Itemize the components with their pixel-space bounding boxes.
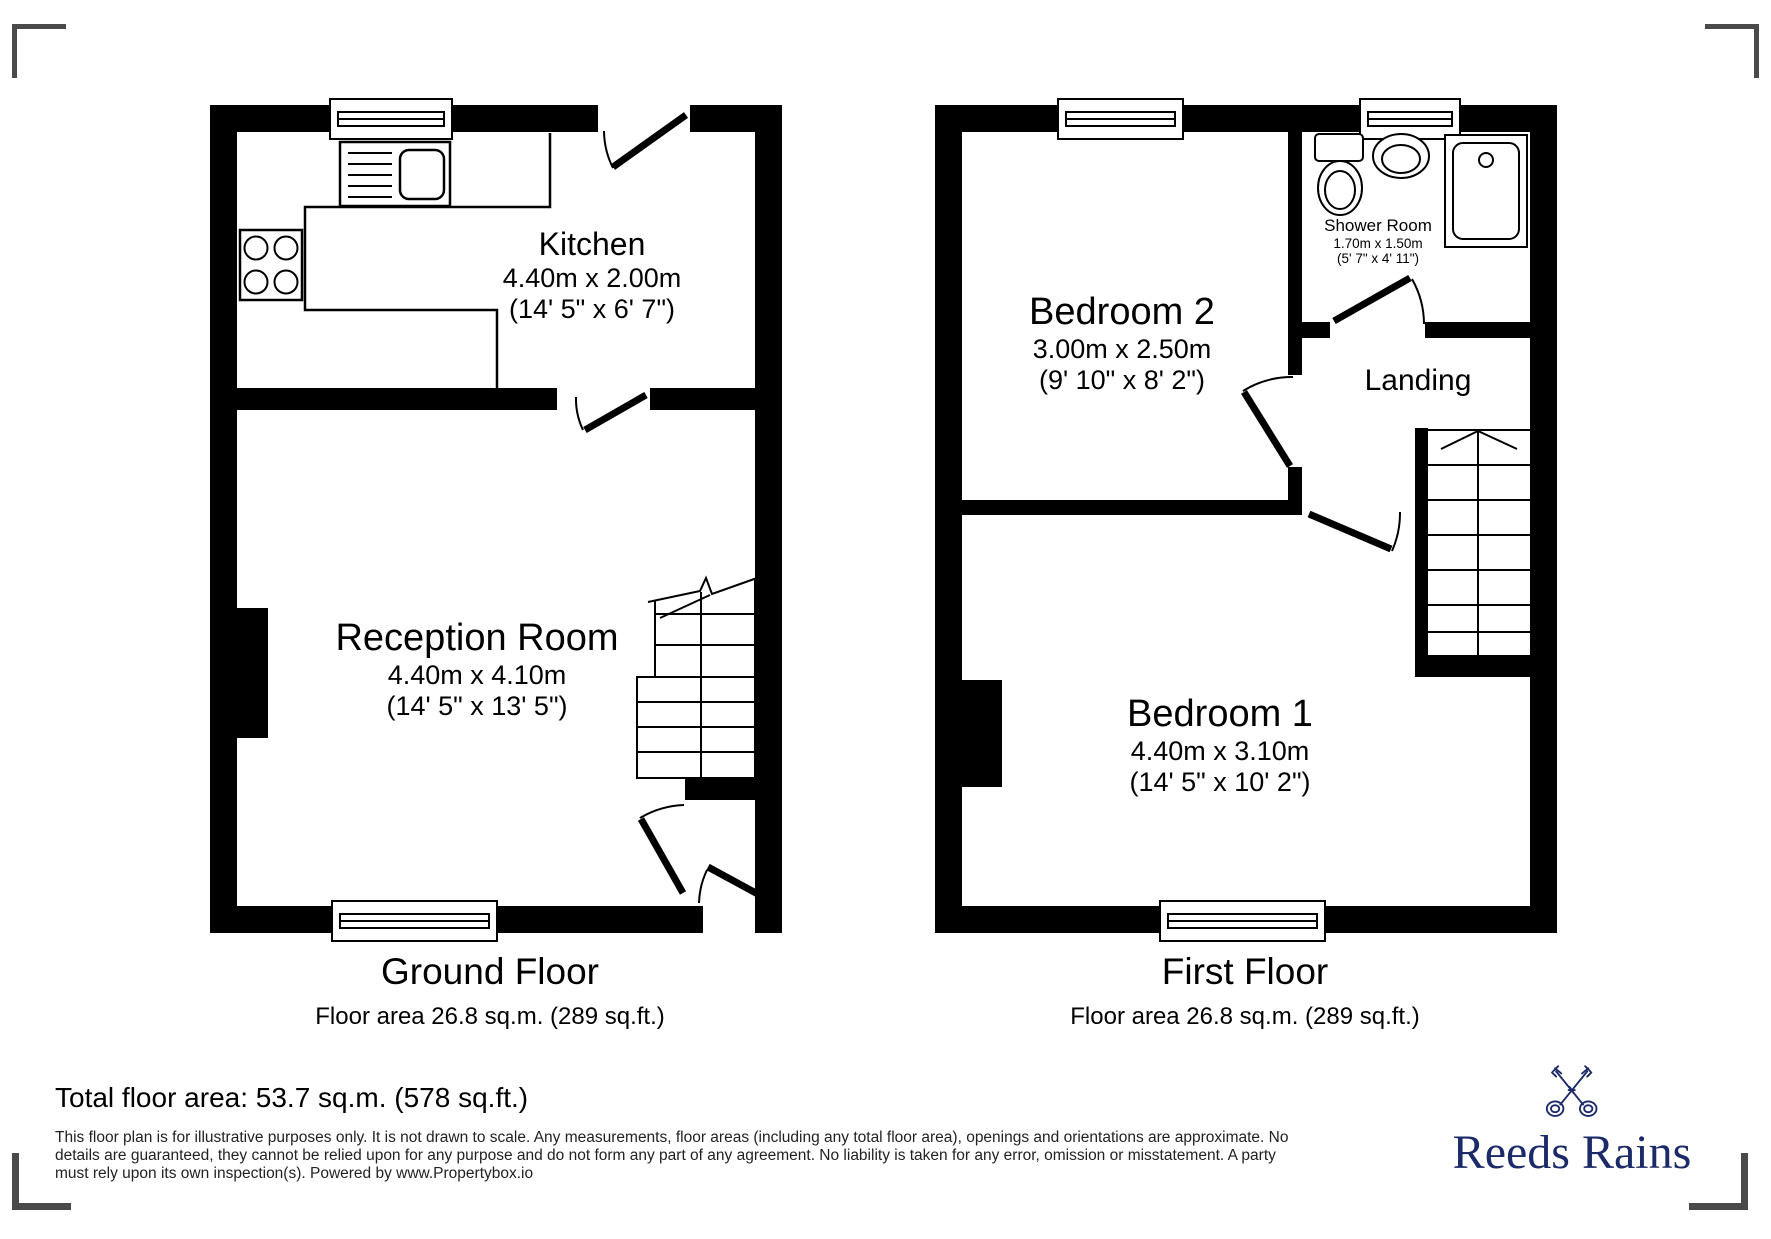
window — [329, 98, 453, 140]
door — [603, 112, 689, 170]
door — [1332, 274, 1425, 325]
corner-marks — [12, 24, 1759, 1210]
corner-mark-bottom-right — [1741, 1153, 1748, 1210]
room-dim-imperial: (14' 5" x 13' 5") — [386, 691, 568, 722]
disclaimer-text: This floor plan is for illustrative purp… — [55, 1129, 1289, 1182]
room-name: Bedroom 1 — [1127, 693, 1313, 735]
ground-floor-staircase — [636, 575, 758, 779]
kitchen-counter — [303, 133, 552, 388]
corner-mark-top-right — [1754, 24, 1759, 78]
window — [331, 900, 498, 942]
brand-logo: Reeds Rains — [1452, 1060, 1692, 1180]
room-name: Landing — [1364, 364, 1472, 397]
room-label-shower-room: Shower Room 1.70m x 1.50m (5' 7" x 4' 11… — [1324, 216, 1432, 267]
room-dim-metric: 4.40m x 4.10m — [387, 660, 567, 691]
corner-mark-bottom-right — [1689, 1203, 1748, 1210]
first-floor-windows — [1057, 98, 1461, 942]
room-name: Bedroom 2 — [1029, 291, 1215, 333]
front-door — [698, 863, 780, 909]
room-dim-imperial: (5' 7" x 4' 11") — [1336, 251, 1420, 267]
room-name: Shower Room — [1324, 216, 1432, 235]
room-label-bedroom-1: Bedroom 1 4.40m x 3.10m (14' 5" x 10' 2"… — [1127, 692, 1313, 799]
room-dim-imperial: (14' 5" x 6' 7") — [508, 294, 676, 325]
room-label-reception-room: Reception Room 4.40m x 4.10m (14' 5" x 1… — [335, 616, 618, 723]
room-name: Reception Room — [335, 617, 619, 659]
corner-mark-top-left — [12, 24, 17, 78]
kitchen-sink — [338, 140, 452, 208]
floor-title: Ground Floor — [381, 951, 599, 992]
ground-floor-plan — [210, 98, 782, 942]
door — [574, 391, 648, 434]
shower-room-fixtures — [1314, 133, 1528, 248]
stair-break-line — [647, 575, 758, 603]
room-dim-metric: 4.40m x 3.10m — [1130, 736, 1310, 767]
chimney-breast — [962, 680, 1002, 787]
corner-mark-bottom-left — [12, 1203, 71, 1210]
total-floor-area: Total floor area: 53.7 sq.m. (578 sq.ft.… — [55, 1082, 529, 1113]
room-dim-imperial: (9' 10" x 8' 2") — [1038, 365, 1206, 396]
window — [1057, 98, 1184, 140]
room-name: Kitchen — [538, 226, 646, 262]
floor-title: First Floor — [1161, 951, 1329, 992]
room-label-kitchen: Kitchen 4.40m x 2.00m (14' 5" x 6' 7") — [503, 226, 682, 326]
first-floor-caption: First Floor Floor area 26.8 sq.m. (289 s… — [1070, 951, 1420, 1031]
room-dim-imperial: (14' 5" x 10' 2") — [1129, 767, 1311, 798]
first-floor-staircase — [1428, 429, 1530, 655]
room-dim-metric: 4.40m x 2.00m — [502, 263, 682, 294]
kitchen-fixtures — [238, 133, 552, 388]
corner-mark-top-right — [1705, 24, 1759, 29]
first-floor-plan — [935, 98, 1557, 942]
hob-icon — [238, 228, 304, 302]
room-dim-metric: 1.70m x 1.50m — [1333, 235, 1423, 251]
door — [1241, 375, 1294, 468]
door — [637, 804, 687, 895]
ground-floor-doors — [574, 112, 780, 909]
corner-mark-top-left — [12, 24, 66, 29]
room-dim-metric: 3.00m x 2.50m — [1032, 334, 1212, 365]
crossed-keys-icon — [1546, 1065, 1598, 1117]
first-floor-doors — [1241, 274, 1425, 553]
corner-mark-bottom-left — [12, 1153, 19, 1210]
door — [1307, 510, 1402, 553]
floor-area: Floor area 26.8 sq.m. (289 sq.ft.) — [315, 1003, 665, 1030]
ground-floor-walls — [210, 105, 782, 933]
floor-area: Floor area 26.8 sq.m. (289 sq.ft.) — [1070, 1003, 1420, 1030]
room-label-bedroom-2: Bedroom 2 3.00m x 2.50m (9' 10" x 8' 2") — [1029, 290, 1215, 397]
chimney-breast — [212, 608, 268, 738]
brand-name: Reeds Rains — [1452, 1126, 1692, 1179]
window — [1159, 900, 1326, 942]
room-label-landing: Landing — [1365, 364, 1472, 399]
basin-icon — [1372, 133, 1430, 179]
ground-floor-caption: Ground Floor Floor area 26.8 sq.m. (289 … — [315, 951, 665, 1031]
window — [1359, 98, 1461, 140]
shower-tray-icon — [1444, 134, 1528, 248]
ground-floor-windows — [329, 98, 498, 942]
toilet-icon — [1314, 133, 1364, 216]
